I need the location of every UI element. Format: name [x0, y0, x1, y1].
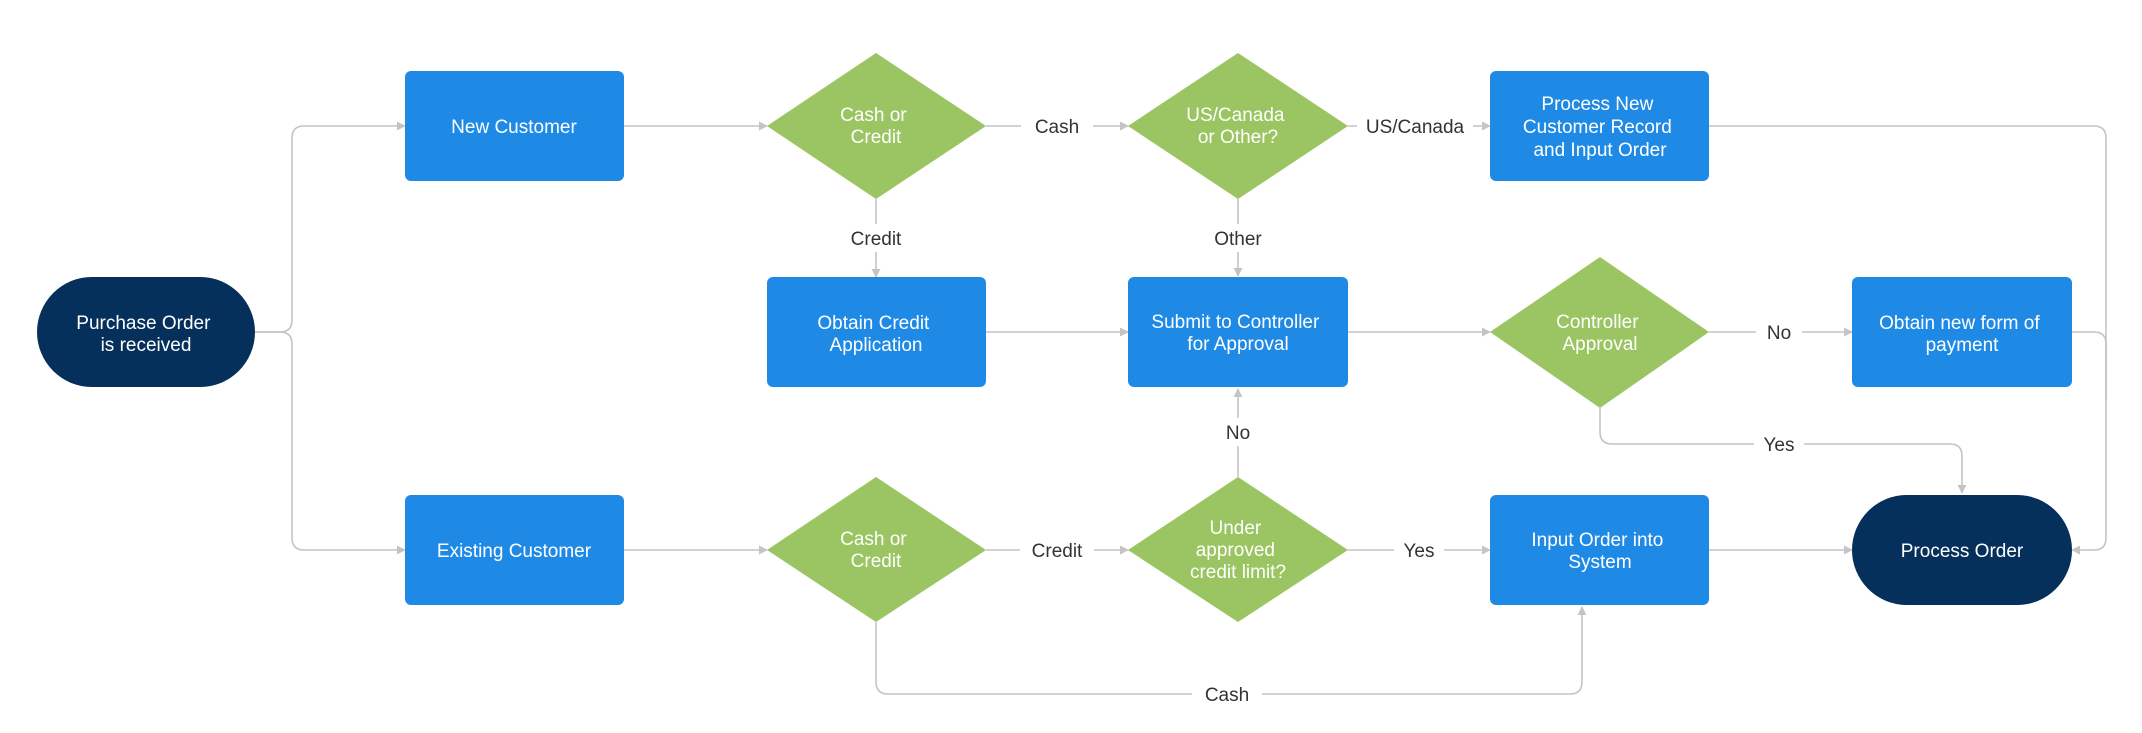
terminal-process-order [1852, 495, 2072, 605]
process-obtain-new-payment [1852, 277, 2072, 387]
us-canada-or-other-label: US/Canada or Other? [1186, 105, 1290, 148]
process-obtain-credit-application [767, 277, 986, 387]
edge-labels: Cash Credit US/Canada Other No Yes No Cr… [838, 112, 1804, 708]
decision-us-canada-or-other [1128, 53, 1348, 199]
purchase-order-label: Purchase Order is received [76, 313, 215, 356]
process-new-customer-record [1490, 71, 1709, 181]
edge-label-credit-bottom: Credit [1032, 541, 1083, 562]
edge-label-controller-yes: Yes [1764, 435, 1795, 456]
edge-label-credit-top: Credit [851, 229, 902, 250]
edge-label-other: Other [1214, 229, 1262, 250]
edge-label-cash-top: Cash [1035, 117, 1079, 138]
nodes: Purchase Order is received Process Order… [37, 53, 2072, 622]
under-credit-limit-label: Under approved credit limit? [1190, 518, 1286, 583]
edge-po-to-existing-customer [255, 331, 406, 555]
process-existing-customer [405, 495, 624, 605]
cash-or-credit-existing-label: Cash or Credit [840, 529, 912, 572]
process-new-customer-record-label: Process New Customer Record and Input Or… [1523, 94, 1677, 161]
cash-or-credit-new-label: Cash or Credit [840, 105, 912, 148]
edge-label-controller-no: No [1767, 323, 1791, 344]
process-submit-to-controller [1128, 277, 1348, 387]
input-order-label: Input Order into System [1531, 530, 1668, 573]
decision-under-credit-limit [1128, 477, 1348, 622]
edge-label-limit-no: No [1226, 423, 1250, 444]
edge-new-payment-to-process-order [2072, 331, 2107, 400]
process-new-customer [405, 71, 624, 181]
decision-cash-or-credit-existing [767, 477, 986, 622]
decision-controller-approval [1490, 257, 1709, 408]
edge-new-record-to-process-order [1709, 125, 2107, 555]
edge-po-to-new-customer [255, 121, 406, 333]
obtain-new-payment-label: Obtain new form of payment [1879, 313, 2045, 356]
connectors [255, 121, 2107, 695]
existing-customer-label: Existing Customer [437, 541, 592, 562]
decision-cash-or-credit-new [767, 53, 986, 199]
controller-approval-label: Controller Approval [1556, 312, 1644, 355]
edge-label-cash-bottom: Cash [1205, 685, 1249, 706]
submit-to-controller-label: Submit to Controller for Approval [1151, 312, 1324, 355]
obtain-credit-application-label: Obtain Credit Application [817, 313, 934, 356]
process-order-label: Process Order [1901, 541, 2024, 562]
terminal-purchase-order [37, 277, 255, 387]
edge-label-limit-yes: Yes [1404, 541, 1435, 562]
process-input-order [1490, 495, 1709, 605]
edge-label-us-canada: US/Canada [1366, 117, 1465, 138]
new-customer-label: New Customer [451, 117, 577, 138]
